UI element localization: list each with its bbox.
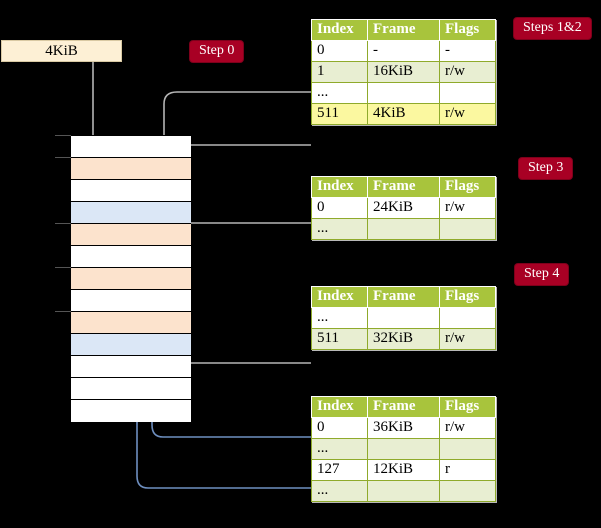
table-cell bbox=[439, 82, 496, 104]
badge-step-3: Step 3 bbox=[519, 158, 573, 179]
table-cell: 12KiB bbox=[367, 459, 440, 481]
memory-frame-row bbox=[71, 312, 191, 334]
memory-row-tick bbox=[55, 223, 71, 224]
table-cell: r/w bbox=[439, 197, 496, 219]
table-cell bbox=[439, 438, 496, 460]
memory-row-tick bbox=[55, 135, 71, 136]
table-cell: 511 bbox=[311, 328, 368, 350]
badge-steps-1-and-2: Steps 1&2 bbox=[514, 18, 591, 39]
table-row: ... bbox=[311, 82, 496, 104]
memory-frame-row bbox=[71, 334, 191, 356]
table-cell bbox=[439, 480, 496, 502]
table-cell: r/w bbox=[439, 417, 496, 439]
table-cell: 127 bbox=[311, 459, 368, 481]
memory-frame-row bbox=[71, 356, 191, 378]
memory-frame-row bbox=[71, 136, 191, 158]
table-cell: 0 bbox=[311, 197, 368, 219]
table-header-flags: Flags bbox=[439, 19, 496, 41]
table-row: 0-- bbox=[311, 40, 496, 62]
table-row: ... bbox=[311, 307, 496, 329]
table-header-flags: Flags bbox=[439, 396, 496, 418]
table-cell: 32KiB bbox=[367, 328, 440, 350]
table-cell: r/w bbox=[439, 103, 496, 125]
memory-frame-row bbox=[71, 180, 191, 202]
memory-frame-row bbox=[71, 202, 191, 224]
table-cell: ... bbox=[311, 307, 368, 329]
table-header-index: Index bbox=[311, 286, 368, 308]
memory-frame-row bbox=[71, 158, 191, 180]
table-cell: 1 bbox=[311, 61, 368, 83]
table-header-index: Index bbox=[311, 176, 368, 198]
memory-frame-row bbox=[71, 268, 191, 290]
table-row: ... bbox=[311, 438, 496, 460]
table-cell: ... bbox=[311, 82, 368, 104]
physical-memory-column bbox=[70, 135, 191, 422]
badge-step-4: Step 4 bbox=[515, 264, 569, 285]
table-cell: 24KiB bbox=[367, 197, 440, 219]
table-header-frame: Frame bbox=[367, 19, 440, 41]
table-row: ... bbox=[311, 218, 496, 240]
wire-table3-to-memory bbox=[171, 310, 311, 364]
table-cell: ... bbox=[311, 218, 368, 240]
table-header-frame: Frame bbox=[367, 396, 440, 418]
request-size-box: 4KiB bbox=[1, 40, 122, 62]
table-cell bbox=[439, 307, 496, 329]
table-cell: r bbox=[439, 459, 496, 481]
table-header-index: Index bbox=[311, 19, 368, 41]
memory-row-tick bbox=[55, 157, 71, 158]
table-cell: ... bbox=[311, 480, 368, 502]
memory-frame-row bbox=[71, 400, 191, 422]
table-cell: 0 bbox=[311, 40, 368, 62]
memory-row-tick bbox=[55, 311, 71, 312]
memory-frame-row bbox=[71, 224, 191, 246]
table-cell: 511 bbox=[311, 103, 368, 125]
table-cell bbox=[367, 480, 440, 502]
table-header-index: Index bbox=[311, 396, 368, 418]
memory-frame-row bbox=[71, 378, 191, 400]
table-cell: 0 bbox=[311, 417, 368, 439]
table-cell: - bbox=[439, 40, 496, 62]
table-header-frame: Frame bbox=[367, 286, 440, 308]
badge-step-0: Step 0 bbox=[190, 41, 244, 62]
table-cell bbox=[367, 218, 440, 240]
table-cell: r/w bbox=[439, 61, 496, 83]
table-cell: 4KiB bbox=[367, 103, 440, 125]
table-header-flags: Flags bbox=[439, 176, 496, 198]
table-cell: ... bbox=[311, 438, 368, 460]
table-cell bbox=[367, 82, 440, 104]
table-cell: - bbox=[367, 40, 440, 62]
table-cell bbox=[439, 218, 496, 240]
table-cell: r/w bbox=[439, 328, 496, 350]
table-header-frame: Frame bbox=[367, 176, 440, 198]
table-cell bbox=[367, 307, 440, 329]
memory-row-tick bbox=[55, 267, 71, 268]
memory-frame-row bbox=[71, 290, 191, 312]
wire-table1-511-to-memory bbox=[177, 144, 311, 228]
table-cell bbox=[367, 438, 440, 460]
table-cell: 36KiB bbox=[367, 417, 440, 439]
memory-frame-row bbox=[71, 246, 191, 268]
table-header-flags: Flags bbox=[439, 286, 496, 308]
table-row: ... bbox=[311, 480, 496, 502]
wire-table2-to-memory bbox=[177, 222, 311, 272]
table-cell: 16KiB bbox=[367, 61, 440, 83]
